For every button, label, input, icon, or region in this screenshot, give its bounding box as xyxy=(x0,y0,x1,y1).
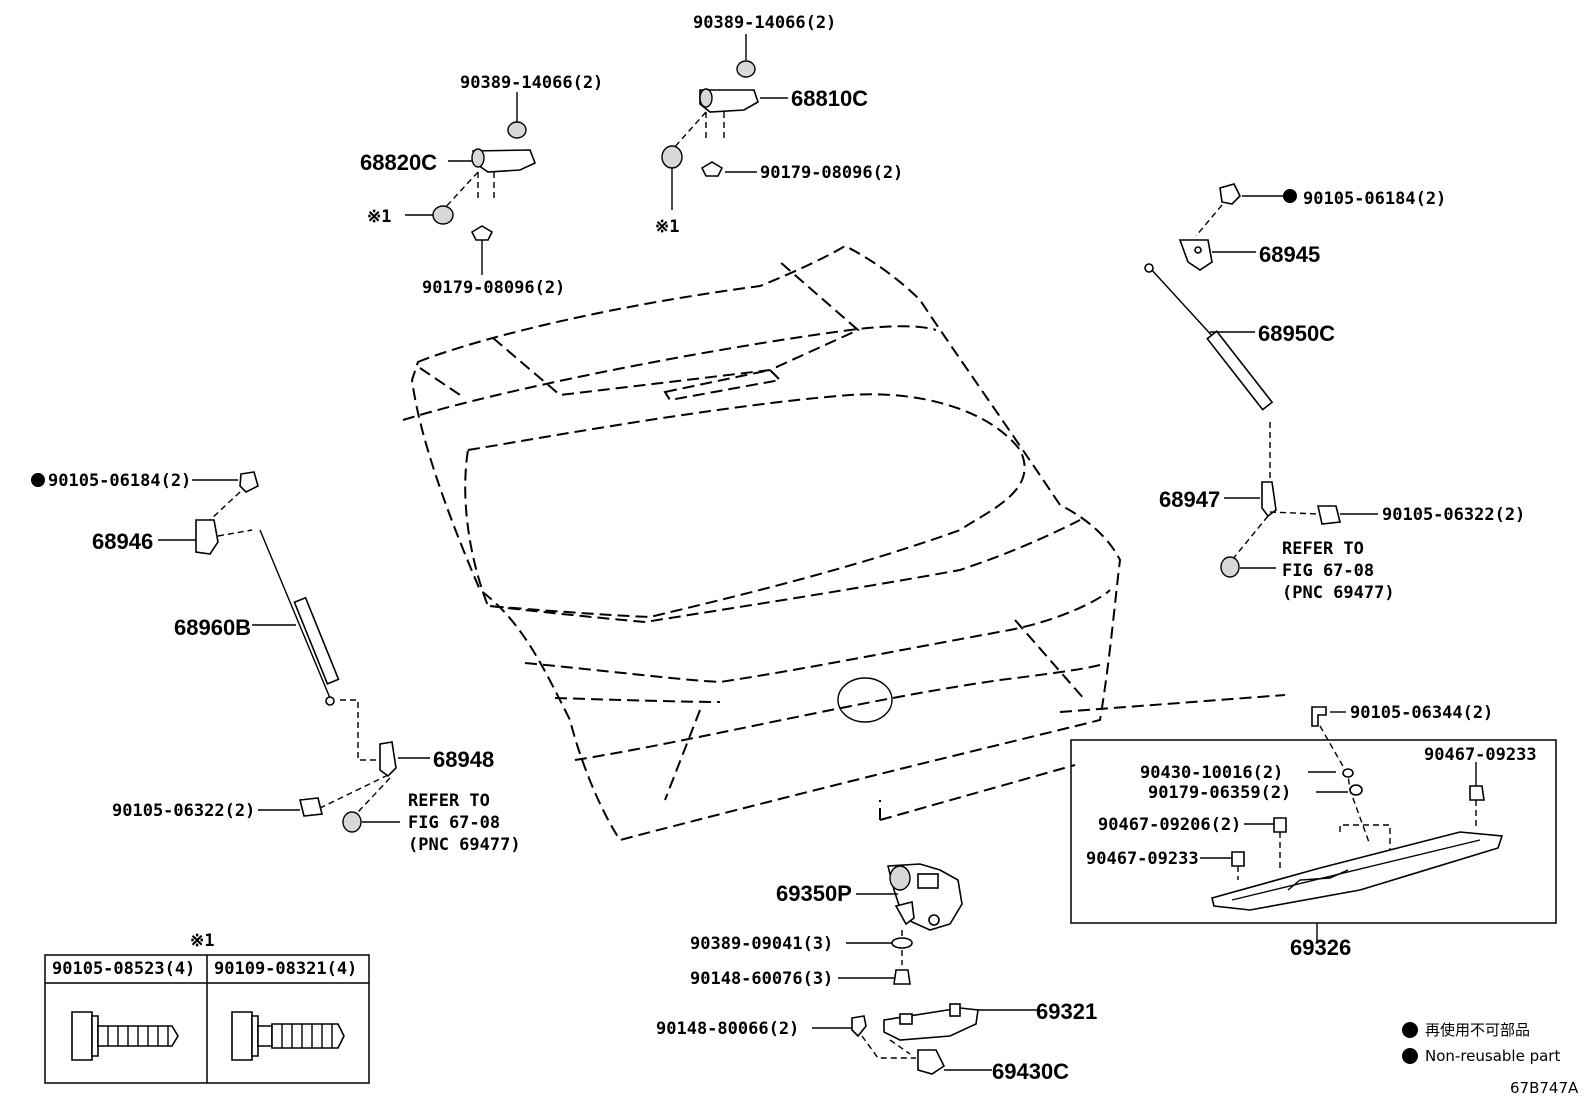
label-table-col1: 90105-08523(4) xyxy=(52,959,195,979)
label-washer-right: 90179-08096(2) xyxy=(760,163,903,183)
stay-right-assembly xyxy=(1144,183,1378,578)
lock-assembly xyxy=(838,863,963,985)
back-door-panel xyxy=(402,244,1286,842)
drawing-number: 67B747A xyxy=(1510,1079,1579,1097)
label-refer-right-3: (PNC 69477) xyxy=(1282,583,1395,603)
label-table-col2: 90109-08321(4) xyxy=(214,959,357,979)
label-refer-left-3: (PNC 69477) xyxy=(408,835,521,855)
label-garnish: 69326 xyxy=(1290,935,1351,960)
label-bracket-right-upper: 68945 xyxy=(1259,242,1320,267)
label-bracket-left-upper: 68946 xyxy=(92,529,153,554)
label-top-nut-right: 90389-14066(2) xyxy=(693,13,836,33)
label-stay-right: 68950C xyxy=(1258,321,1335,346)
label-refer-left-2: FIG 67-08 xyxy=(408,813,500,833)
label-table-note: ※1 xyxy=(190,931,214,951)
label-hinge-left: 68820C xyxy=(360,150,437,175)
legend-text-en: Non-reusable part xyxy=(1425,1047,1560,1065)
part-labels: 90389-14066(2) 90389-14066(2) 68810C 688… xyxy=(48,13,1579,1097)
label-clip-a: 90467-09233 xyxy=(1424,745,1537,765)
label-lock: 69350P xyxy=(776,881,852,906)
label-bracket-right-lower: 68947 xyxy=(1159,487,1220,512)
label-bolt-left-upper: 90105-06184(2) xyxy=(48,471,191,491)
legend-dot-en xyxy=(1402,1048,1418,1064)
label-stay-left: 68960B xyxy=(174,615,251,640)
garnish-assembly xyxy=(1070,706,1557,942)
label-striker: 69321 xyxy=(1036,999,1097,1024)
label-bolt-right-upper: 90105-06184(2) xyxy=(1303,189,1446,209)
label-bracket-left-lower: 68948 xyxy=(433,747,494,772)
label-clip-c: 90467-09233 xyxy=(1086,849,1199,869)
label-note-left: ※1 xyxy=(367,207,391,227)
stay-left-assembly xyxy=(31,471,430,833)
label-refer-right-1: REFER TO xyxy=(1282,539,1364,559)
label-refer-left-1: REFER TO xyxy=(408,791,490,811)
label-latch: 69430C xyxy=(992,1059,1069,1084)
legend-text-jp: 再使用不可部品 xyxy=(1425,1021,1530,1039)
label-lock-bolt: 90148-60076(3) xyxy=(690,969,833,989)
striker-and-latch xyxy=(812,1003,1040,1075)
label-washer-garnish: 90179-06359(2) xyxy=(1148,783,1291,803)
label-clip-b: 90467-09206(2) xyxy=(1098,815,1241,835)
legend-dot-jp xyxy=(1402,1022,1418,1038)
label-handle-bolt: 90148-80066(2) xyxy=(656,1019,799,1039)
fastener-table xyxy=(44,954,370,1084)
hinge-left xyxy=(405,92,537,275)
label-note-right: ※1 xyxy=(655,217,679,237)
label-refer-right-2: FIG 67-08 xyxy=(1282,561,1374,581)
label-nut-garnish: 90430-10016(2) xyxy=(1140,763,1283,783)
label-top-nut-left: 90389-14066(2) xyxy=(460,73,603,93)
label-hinge-right: 68810C xyxy=(791,86,868,111)
label-screw-garnish: 90105-06344(2) xyxy=(1350,703,1493,723)
label-bolt-right-lower: 90105-06322(2) xyxy=(1382,505,1525,525)
label-bolt-left-lower: 90105-06322(2) xyxy=(112,801,255,821)
hinge-right xyxy=(661,34,788,210)
label-washer-left: 90179-08096(2) xyxy=(422,278,565,298)
label-lock-washer: 90389-09041(3) xyxy=(690,934,833,954)
